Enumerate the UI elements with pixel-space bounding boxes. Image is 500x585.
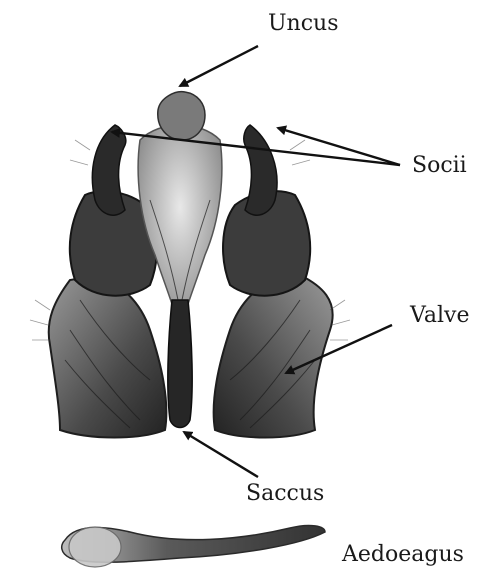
label-saccus: Saccus (246, 481, 324, 506)
label-aedoeagus: Aedoeagus (341, 542, 464, 567)
label-valve: Valve (409, 303, 469, 328)
label-socii: Socii (412, 153, 467, 178)
arrow-saccus (184, 432, 258, 477)
arrow-uncus (180, 46, 258, 86)
genitalia-specimen (30, 92, 350, 438)
aedoeagus-specimen (62, 525, 325, 567)
left-valve (49, 275, 167, 438)
uncus-shape (158, 92, 205, 140)
right-socius (244, 125, 277, 215)
arrow-socii-right (278, 128, 400, 165)
saccus-shape (168, 300, 192, 428)
label-uncus: Uncus (268, 11, 339, 36)
left-socius (92, 125, 125, 215)
right-valve (214, 275, 333, 438)
